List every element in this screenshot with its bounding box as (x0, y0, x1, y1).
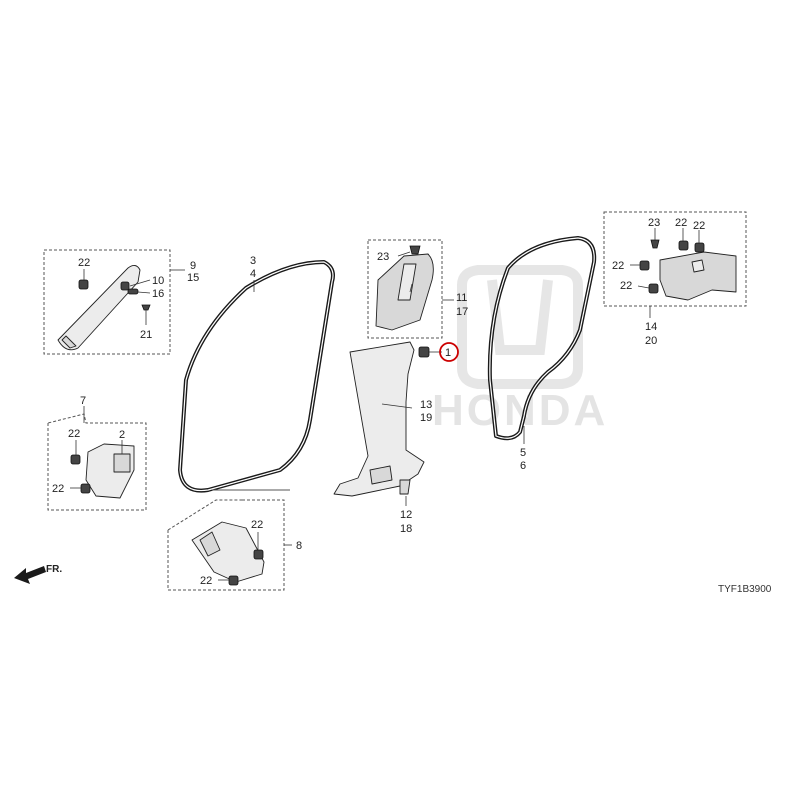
callout-19: 19 (420, 412, 432, 424)
highlight-circle[interactable] (439, 342, 459, 362)
a-pillar-trim (57, 265, 141, 351)
front-direction-indicator: FR. (14, 564, 62, 584)
callout-22-f: 22 (675, 217, 687, 229)
diagram-code: TYF1B3900 (718, 584, 772, 595)
callout-8: 8 (296, 540, 302, 552)
callout-9: 9 (190, 260, 196, 272)
clip-16 (127, 288, 139, 295)
callout-22-a: 22 (78, 257, 90, 269)
clip-22-d (253, 549, 264, 560)
c-pillar-group-box (603, 211, 747, 307)
callout-23-b: 23 (648, 217, 660, 229)
callout-10: 10 (152, 275, 164, 287)
callout-12: 12 (400, 509, 412, 521)
b-pillar-bracket-12 (399, 479, 411, 495)
clip-22-g (694, 242, 705, 253)
screw-23-b (650, 239, 660, 249)
clip-1 (418, 346, 430, 358)
callout-22-i: 22 (620, 280, 632, 292)
callout-11: 11 (456, 292, 467, 304)
b-pillar-lower-trim-group: 13 19 12 18 (333, 341, 432, 535)
lower-pillar-trim-group: 22 8 22 (167, 489, 302, 591)
lower-trim-group-box (167, 499, 285, 591)
callout-5: 5 (520, 447, 526, 459)
rear-door-weatherstrip-group: 5 6 (487, 236, 597, 472)
b-pillar-lower-trim (333, 341, 425, 497)
callout-1: 1 (445, 347, 451, 359)
callout-23-a: 23 (377, 251, 389, 263)
b-pillar-upper-trim-group: 23 11 17 (367, 239, 468, 339)
clip-22-h (639, 260, 650, 271)
callout-13: 13 (420, 399, 432, 411)
callout-22-g: 22 (693, 220, 705, 232)
screw-21 (141, 304, 151, 311)
clip-22-b (70, 454, 81, 465)
callout-4: 4 (250, 268, 256, 280)
a-pillar-trim-group: 22 9 15 10 16 21 (43, 249, 199, 355)
callout-22-e: 22 (200, 575, 212, 587)
honda-watermark-text: HONDA (432, 386, 608, 435)
callout-7: 7 (80, 395, 86, 407)
clip-22-c (80, 483, 91, 494)
front-arrow-icon (14, 566, 46, 584)
callout-20: 20 (645, 335, 657, 347)
b-pillar-upper-group-box (367, 239, 443, 339)
callout-3: 3 (250, 255, 256, 267)
clip-22-i (648, 283, 659, 294)
a-pillar-group-box (43, 249, 171, 355)
callout-21: 21 (140, 329, 152, 341)
callout-14: 14 (645, 321, 657, 333)
kick-panel-group: 7 2 22 22 (47, 395, 147, 511)
clip-22-f (678, 240, 689, 251)
callout-16: 16 (152, 288, 164, 300)
front-door-weatherstrip (178, 260, 335, 493)
kick-panel-cover-2 (113, 453, 131, 473)
clip-10 (120, 281, 130, 291)
callout-22-d: 22 (251, 519, 263, 531)
c-pillar-trim (659, 251, 737, 301)
callout-22-b: 22 (68, 428, 80, 440)
c-pillar-trim-group: 23 22 22 22 22 14 20 (603, 211, 747, 347)
screw-23-a (409, 245, 421, 255)
callout-2: 2 (119, 429, 125, 441)
callout-22-h: 22 (612, 260, 624, 272)
callout-18: 18 (400, 523, 412, 535)
clip-1-group: 1 (418, 342, 459, 362)
front-door-weatherstrip-group: 3 4 (178, 255, 335, 493)
clip-22-a (78, 279, 89, 290)
front-label: FR. (46, 564, 62, 575)
callout-22-c: 22 (52, 483, 64, 495)
lower-pillar-trim (191, 521, 265, 583)
callout-17: 17 (456, 306, 468, 318)
callout-15: 15 (187, 272, 199, 284)
clip-22-e (228, 575, 239, 586)
callout-6: 6 (520, 460, 526, 472)
